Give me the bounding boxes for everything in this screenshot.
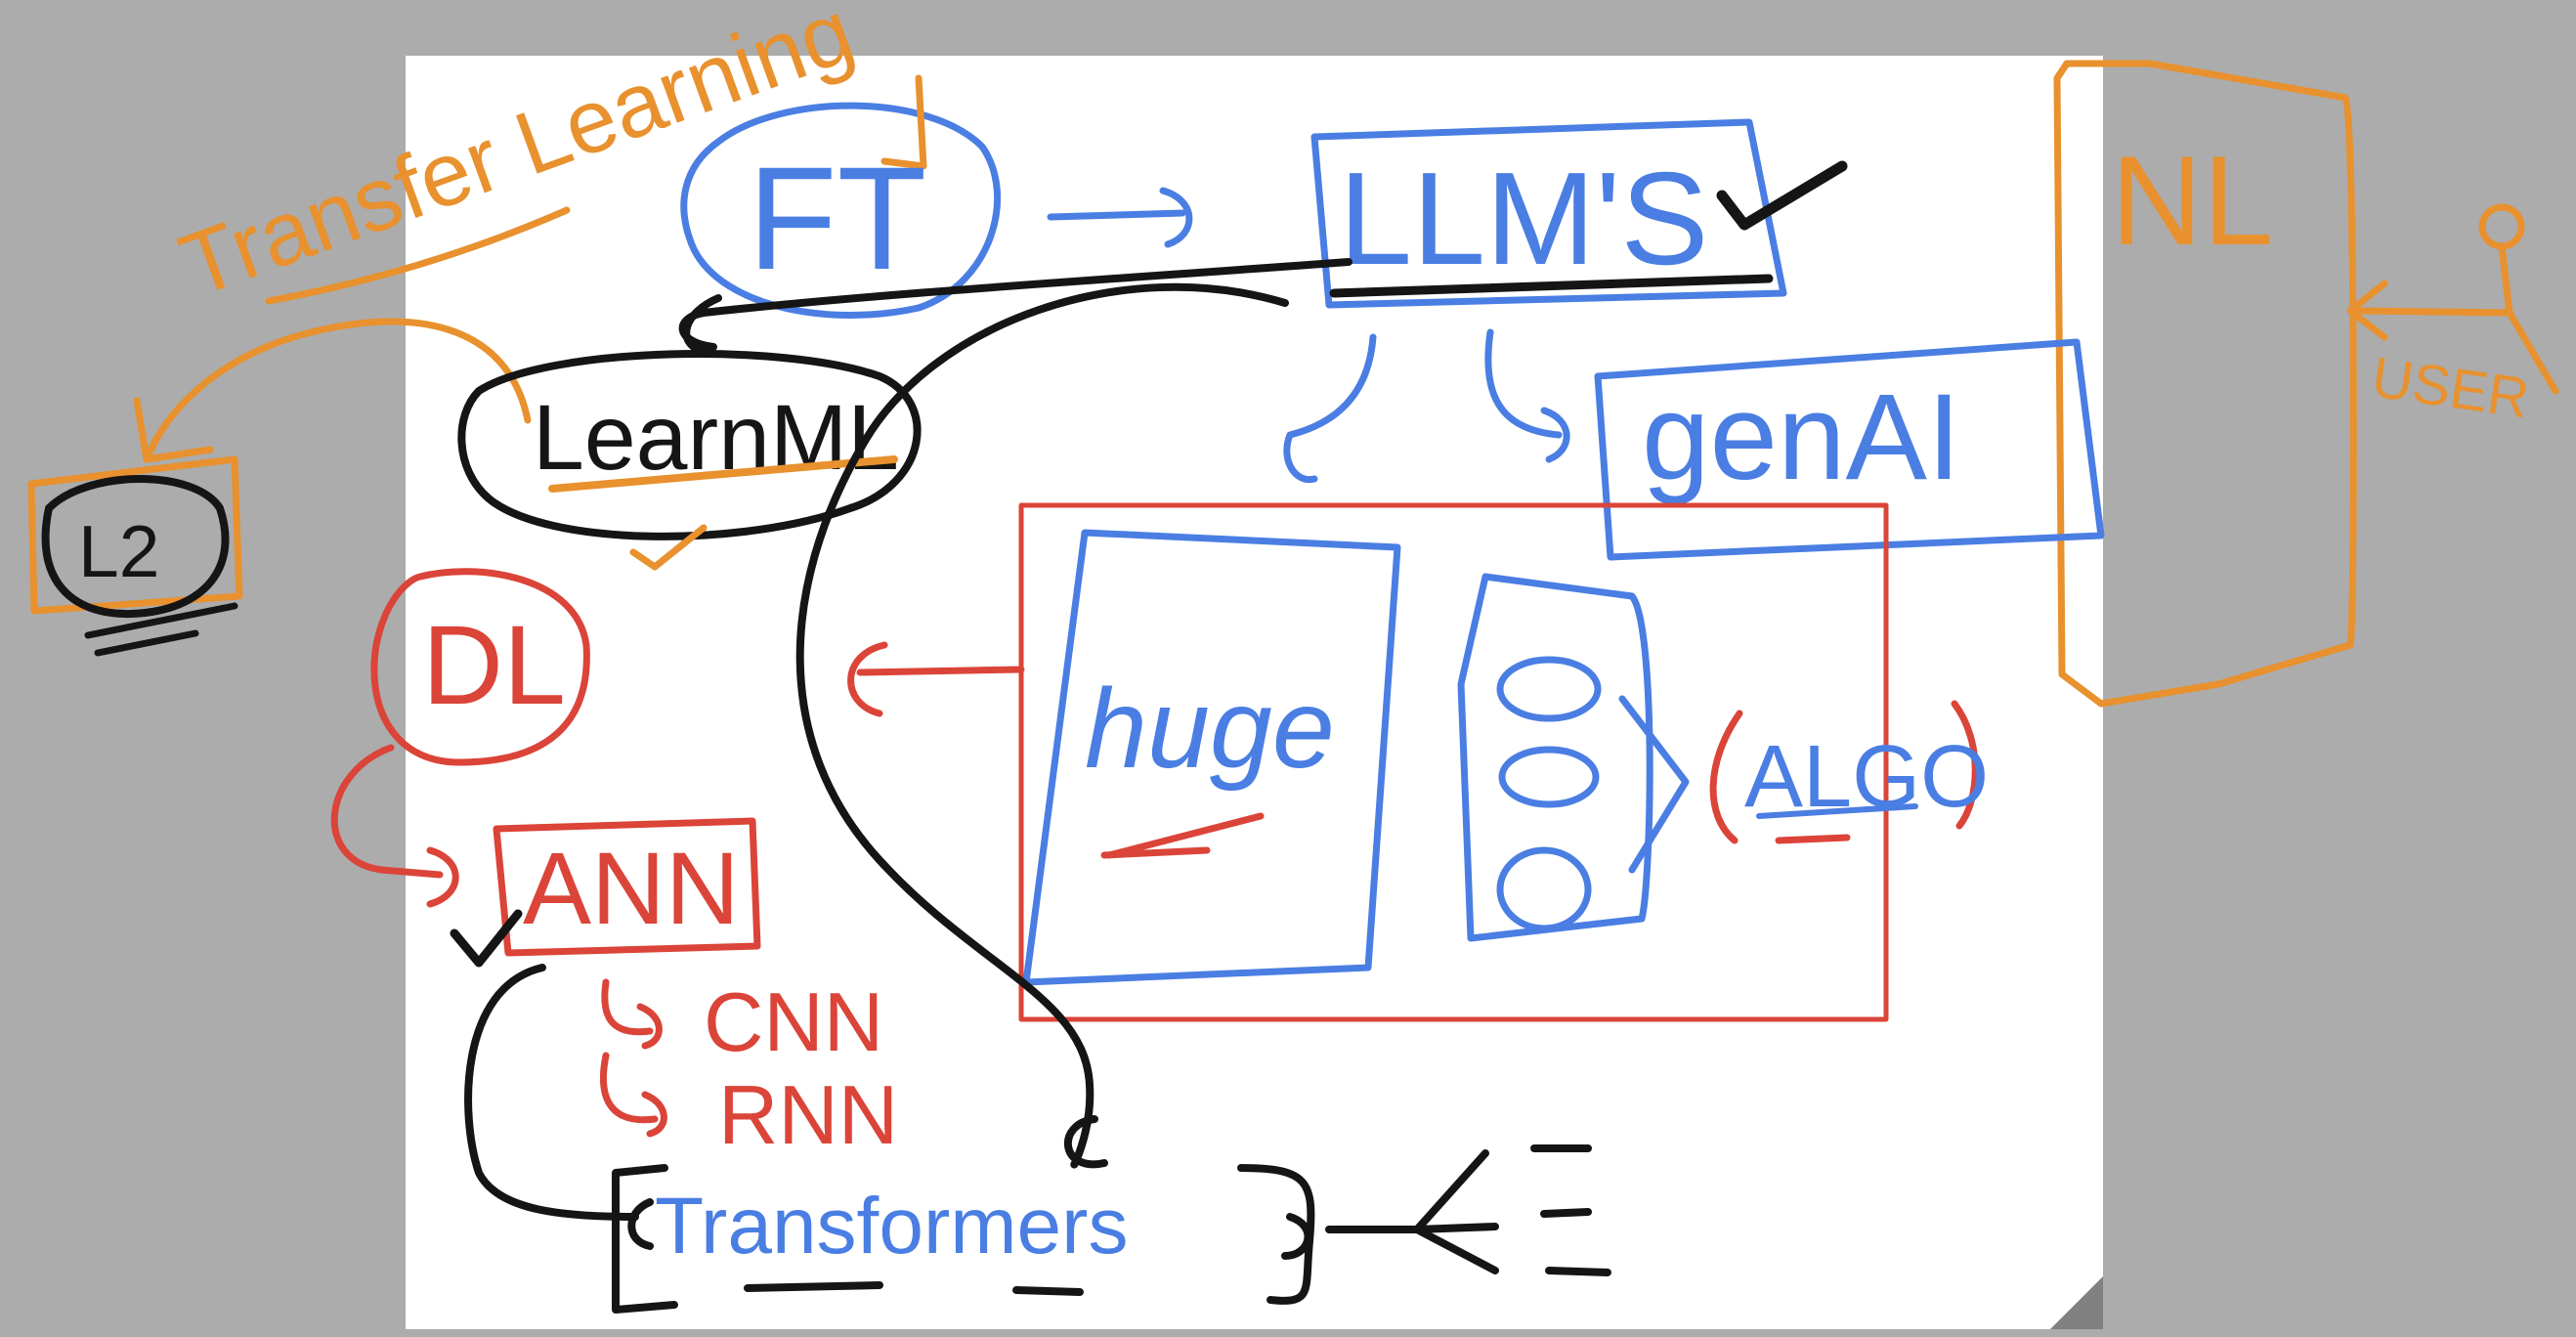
arrow-ft-to-llms xyxy=(1047,209,1186,221)
l2-underline-1 xyxy=(84,602,238,639)
arrow-ann-to-rnn xyxy=(599,1052,659,1124)
genai-box xyxy=(1594,338,2105,561)
arrow-ann-to-cnn xyxy=(601,978,654,1036)
transformers-curve-hook xyxy=(1064,1115,1108,1169)
transformers-branch xyxy=(1325,1149,1499,1274)
connector-arrow-head xyxy=(682,294,722,356)
rnn-label: RNN xyxy=(718,1069,898,1162)
transformers-bracket-right xyxy=(1237,1164,1315,1305)
neural-layer-box xyxy=(1457,573,1653,942)
neuron-node-2 xyxy=(1498,746,1600,808)
arrow-head-ann xyxy=(426,846,459,908)
user-body xyxy=(2351,242,2513,317)
l2-label: L2 xyxy=(78,510,159,592)
genai-label: genAI xyxy=(1642,369,1961,505)
learnml-tick xyxy=(629,524,708,571)
ft-group: FT xyxy=(680,74,1193,319)
dl-label: DL xyxy=(422,603,566,728)
user-limb xyxy=(2506,309,2559,395)
llms-checkmark xyxy=(1716,160,1848,231)
nl-box xyxy=(2053,60,2357,708)
arrow-head-rnn xyxy=(641,1091,667,1138)
transformers-underline-2 xyxy=(1012,1286,1084,1296)
dl-group: DL ANN CNN RNN xyxy=(330,568,898,1221)
neuron-node-3 xyxy=(1496,846,1592,932)
neural-output-arrow xyxy=(1618,695,1690,874)
ann-label: ANN xyxy=(523,832,740,946)
arrow-head-left xyxy=(847,641,888,717)
learnml-underline xyxy=(548,455,898,493)
nl-label: NL xyxy=(2111,129,2273,272)
transformers-underline-1 xyxy=(744,1281,883,1292)
genai-group: genAI xyxy=(1594,338,2105,561)
llms-box xyxy=(1310,118,1787,309)
arrow-head-cnn xyxy=(636,1003,663,1050)
ft-ellipse xyxy=(680,102,1002,319)
arrow-head-llms xyxy=(1159,187,1193,248)
neural-block-group: huge ALGO xyxy=(847,502,1989,1022)
ann-box xyxy=(493,817,761,957)
transformers-label: Transformers xyxy=(655,1182,1128,1271)
connector-ann-to-transformers xyxy=(464,964,639,1221)
algo-underline-red xyxy=(1775,834,1851,844)
algo-bracket-left xyxy=(1709,710,1743,844)
transformers-bracket-right-inner xyxy=(1281,1213,1312,1260)
algo-bracket-right xyxy=(1951,700,1979,830)
l2-underline-2 xyxy=(94,629,199,657)
user-label: USER xyxy=(2368,346,2533,431)
l2-box xyxy=(27,455,243,615)
dl-circle xyxy=(370,568,590,766)
transfer-learning-underline xyxy=(265,206,571,305)
arrow-head-genai xyxy=(1540,407,1570,463)
transformers-bracket-left xyxy=(612,1164,678,1314)
llms-group: LLM'S xyxy=(1283,118,1848,484)
arrow-llms-to-genai xyxy=(1484,328,1563,439)
learnml-group: LearnML L2 xyxy=(41,258,1352,1169)
ft-to-transfer-hook[interactable] xyxy=(880,74,927,170)
user-arrow-head xyxy=(2346,280,2388,341)
huge-underline-2 xyxy=(1100,846,1211,859)
neural-block-container xyxy=(1018,502,1889,1022)
nl-user-group: NL USER xyxy=(2053,60,2559,708)
transformers-bracket-left-inner xyxy=(627,1198,654,1250)
huge-data-box xyxy=(1022,529,1401,986)
page-corner-fold[interactable] xyxy=(2050,1276,2103,1329)
algo-underline-blue xyxy=(1756,803,1918,819)
arrow-head-l2 xyxy=(133,397,214,463)
transformers-branch-item-3 xyxy=(1545,1267,1611,1276)
arrow-llms-to-left xyxy=(1283,333,1377,484)
connector-llms-to-transformers xyxy=(795,282,1289,1169)
neuron-node-1 xyxy=(1496,656,1602,722)
arrow-container-to-left xyxy=(856,666,1025,676)
transformers-group: Transformers xyxy=(612,1144,1611,1314)
ft-label: FT xyxy=(748,136,926,300)
cnn-label: CNN xyxy=(704,976,883,1069)
l2-ellipse xyxy=(41,475,230,619)
huge-underline-1 xyxy=(1105,812,1265,859)
ann-checkmark xyxy=(450,909,523,968)
arrow-dl-to-ann xyxy=(330,744,444,879)
arrow-learnml-to-l2 xyxy=(143,318,532,463)
llms-underline xyxy=(1329,274,1774,298)
huge-label: huge xyxy=(1085,667,1335,792)
llms-label: LLM'S xyxy=(1339,145,1708,292)
transformers-branch-item-2 xyxy=(1540,1208,1592,1218)
user-head xyxy=(2478,203,2525,250)
